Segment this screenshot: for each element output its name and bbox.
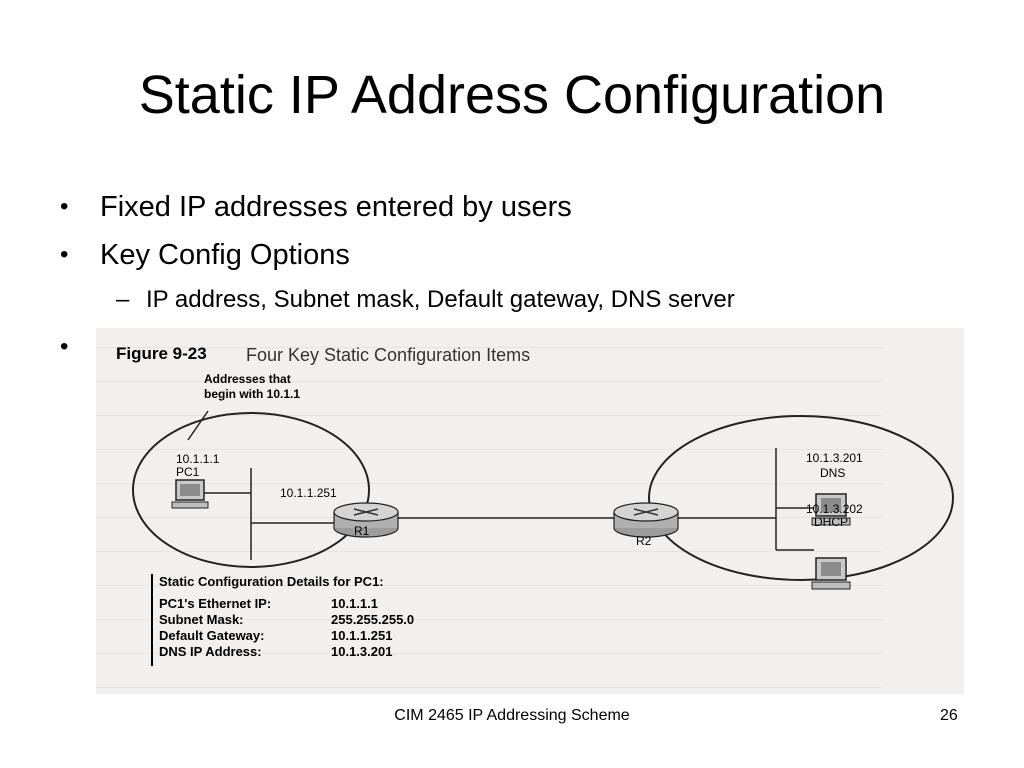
details-heading: Static Configuration Details for PC1: (159, 574, 384, 589)
details-key: PC1's Ethernet IP: (159, 596, 272, 611)
scan-texture: ________________________________________… (96, 674, 884, 690)
scan-texture: ________________________________________… (96, 402, 884, 418)
pc1-icon (171, 479, 209, 509)
dhcp-ip-label: 10.1.3.202 (806, 502, 863, 516)
scan-texture: ________________________________________… (96, 640, 884, 656)
router-r2-icon (613, 502, 679, 538)
callout-line: Addresses that (204, 372, 291, 386)
slide-footer: CIM 2465 IP Addressing Scheme (394, 707, 630, 724)
dns-name-label: DNS (820, 466, 846, 480)
scan-texture: ________________________________________… (96, 436, 884, 452)
scan-texture: ________________________________________… (96, 572, 884, 588)
bullet-marker: • (60, 333, 69, 360)
details-value: 10.1.1.1 (331, 596, 378, 611)
callout-label: Addresses that begin with 10.1.1 (204, 372, 300, 402)
details-key: DNS IP Address: (159, 644, 262, 659)
figure-number: Figure 9-23 (116, 344, 207, 363)
dhcp-server-icon (811, 557, 851, 590)
sub-bullet-options: IP address, Subnet mask, Default gateway… (146, 286, 735, 313)
scan-texture: ________________________________________… (96, 470, 884, 486)
figure-caption: Four Key Static Configuration Items (246, 345, 531, 365)
lan2-boundary (648, 415, 954, 581)
scan-texture: ________________________________________… (96, 334, 884, 350)
router-r1-icon (333, 502, 399, 538)
pc1-name-label: PC1 (176, 465, 200, 479)
lan1-boundary (132, 412, 370, 568)
dns-server-icon (811, 493, 851, 526)
pc1-ip-label: 10.1.1.1 (176, 452, 220, 466)
dhcp-name-label: DHCP (814, 515, 849, 529)
scan-texture: ________________________________________… (96, 368, 884, 384)
scan-texture: ________________________________________… (96, 538, 884, 554)
details-value: 10.1.1.251 (331, 628, 393, 643)
bullet-marker: • (60, 193, 69, 220)
scan-texture: ________________________________________… (96, 504, 884, 520)
sub-bullet-marker: – (116, 286, 130, 313)
details-key: Default Gateway: (159, 628, 265, 643)
page-number: 26 (940, 707, 958, 724)
callout-line: begin with 10.1.1 (204, 387, 301, 401)
r1-ip-label: 10.1.1.251 (280, 486, 337, 500)
r1-name-label: R1 (354, 524, 370, 538)
details-value: 255.255.255.0 (331, 612, 415, 627)
bullet-key-config: Key Config Options (100, 239, 350, 271)
bullet-fixed-ip: Fixed IP addresses entered by users (100, 191, 572, 223)
pc1-details-panel: Static Configuration Details for PC1: PC… (151, 574, 508, 666)
figure-scan: ________________________________________… (96, 328, 964, 694)
details-key: Subnet Mask: (159, 612, 244, 627)
network-diagram (132, 410, 954, 590)
callout-pointer (187, 410, 209, 441)
dns-ip-label: 10.1.3.201 (806, 451, 863, 465)
bullet-marker: • (60, 241, 69, 268)
r2-name-label: R2 (636, 534, 652, 548)
details-value: 10.1.3.201 (331, 644, 393, 659)
scan-texture: ________________________________________… (96, 606, 884, 622)
slide-title: Static IP Address Configuration (138, 65, 886, 125)
